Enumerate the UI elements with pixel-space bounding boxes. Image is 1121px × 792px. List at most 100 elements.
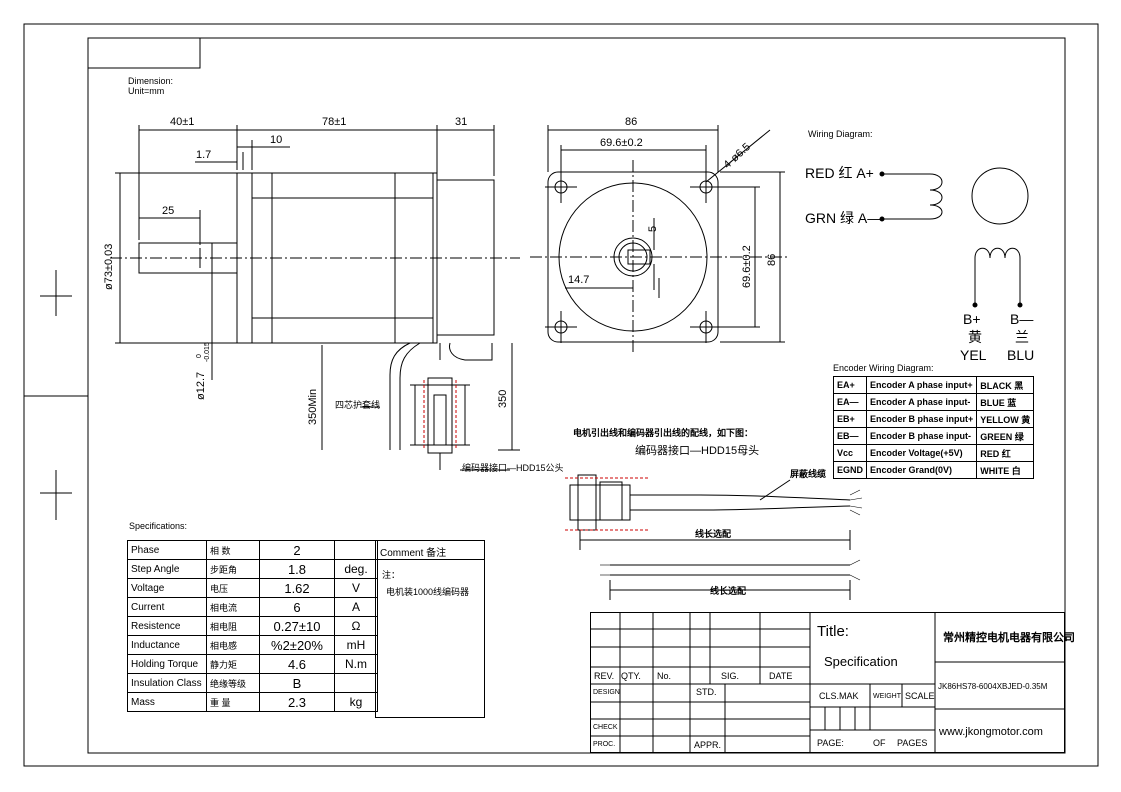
appr-label: APPR.: [694, 740, 722, 750]
wire-blu: BLU: [1007, 347, 1035, 363]
dim-86-vertical: 86: [766, 253, 778, 266]
encoder-pin: EB—: [832, 427, 868, 445]
encoder-pin: EGND: [832, 461, 868, 479]
dim-25: 25: [162, 205, 175, 217]
pages-label: PAGES: [897, 738, 928, 748]
wire-yel: YEL: [960, 347, 987, 363]
std-label: STD.: [696, 687, 717, 697]
spec-name: Phase: [127, 540, 207, 560]
encoder-color: YELLOW 黄: [976, 410, 1035, 428]
spec-value: %2±20%: [259, 635, 335, 655]
encoder-function: Encoder A phase input-: [866, 393, 978, 411]
proc-label: PROC.: [593, 741, 616, 748]
encoder-function: Encoder Grand(0V): [866, 461, 978, 479]
dim-350min: 350Min: [307, 388, 319, 425]
spec-name-cn: 绝缘等级: [206, 673, 260, 693]
design-label: DESIGN: [593, 689, 620, 696]
spec-value: 6: [259, 597, 335, 617]
spec-name: Insulation Class: [127, 673, 207, 693]
spec-name-cn: 静力矩: [206, 654, 260, 674]
spec-unit: N.m: [334, 654, 378, 674]
motor-side-view: [110, 172, 520, 450]
spec-unit: A: [334, 597, 378, 617]
dim-1-7: 1.7: [196, 149, 212, 161]
dim-86: 86: [625, 116, 638, 128]
encoder-color: BLACK 黑: [976, 376, 1035, 394]
encoder-function: Encoder Voltage(+5V): [866, 444, 978, 462]
hdd15-male-label: 编码器接口—HDD15公头: [462, 463, 564, 473]
dim-10: 10: [270, 134, 283, 146]
dim-12-7-tol-up: 0: [196, 354, 203, 358]
spec-name: Holding Torque: [127, 654, 207, 674]
corner-box: [87, 37, 201, 69]
dim-350: 350: [497, 389, 509, 408]
spec-name-cn: 电压: [206, 578, 260, 598]
spec-unit: kg: [334, 692, 378, 712]
spec-name-cn: 相 数: [206, 540, 260, 560]
cable-drawing: [569, 474, 851, 600]
spec-unit: Ω: [334, 616, 378, 636]
front-dimension-lines: [547, 125, 785, 343]
wiring-diagram: [879, 167, 1029, 308]
spec-name: Step Angle: [127, 559, 207, 579]
spec-name-cn: 相电阻: [206, 616, 260, 636]
encoder-color: GREEN 绿: [976, 427, 1035, 445]
no-label: No.: [657, 671, 672, 681]
dim-78: 78±1: [322, 116, 347, 128]
specs-title: Specifications:: [129, 521, 188, 531]
outer-frame: [23, 23, 1099, 767]
of-label: OF: [873, 738, 886, 748]
unit-label: Unit=mm: [128, 86, 165, 96]
check-label: CHECK: [593, 724, 618, 731]
spec-value: 4.6: [259, 654, 335, 674]
comment-box: Comment 备注 注： 电机装1000线编码器: [375, 540, 485, 718]
spec-value: B: [259, 673, 335, 693]
encoder-function: Encoder B phase input-: [866, 427, 978, 445]
encoder-color: WHITE 白: [976, 461, 1035, 479]
spec-name: Current: [127, 597, 207, 617]
qty-label: QTY.: [621, 671, 641, 681]
dim-diameter-12-7: ø12.7: [195, 371, 207, 400]
dim-31: 31: [455, 116, 468, 128]
wire-b-plus-label: B+: [963, 311, 981, 327]
spec-unit: mH: [334, 635, 378, 655]
spec-name-cn: 步距角: [206, 559, 260, 579]
cable-length-label-2: 线长选配: [710, 586, 747, 596]
encoder-pin: Vcc: [832, 444, 868, 462]
shield-cable-label: 屏蔽线缆: [790, 469, 827, 479]
spec-name: Voltage: [127, 578, 207, 598]
spec-unit: deg.: [334, 559, 378, 579]
website: www.jkongmotor.com: [939, 726, 1043, 738]
spec-value: 2: [259, 540, 335, 560]
encoder-row: EB+Encoder B phase input+YELLOW 黄: [832, 410, 1035, 428]
dim-40: 40±1: [170, 116, 195, 128]
wiring-title: Wiring Diagram:: [808, 129, 873, 139]
hdd15-female-label: 编码器接口—HDD15母头: [635, 445, 760, 457]
encoder-pin: EA—: [832, 393, 868, 411]
spec-name: Resistence: [127, 616, 207, 636]
spec-value: 1.8: [259, 559, 335, 579]
spec-name: Mass: [127, 692, 207, 712]
dim-69-6-vertical: 69.6±0.2: [741, 245, 753, 288]
spec-name-cn: 重 量: [206, 692, 260, 712]
spec-name-cn: 相电流: [206, 597, 260, 617]
spec-unit: [334, 540, 378, 560]
encoder-row: EB—Encoder B phase input-GREEN 绿: [832, 427, 1035, 445]
dim-69-6: 69.6±0.2: [600, 137, 643, 149]
comment-text: 电机装1000线编码器: [386, 587, 470, 597]
wire-grn-label: GRN 绿 A—: [805, 210, 882, 226]
title-value: Specification: [824, 654, 898, 669]
encoder-pin: EA+: [832, 376, 868, 394]
comment-label: Comment 备注: [376, 541, 484, 560]
dim-12-7-tol-low: -0.015: [204, 342, 211, 362]
cable-length-label-1: 线长选配: [695, 529, 732, 539]
encoder-function: Encoder A phase input+: [866, 376, 978, 394]
encoder-function: Encoder B phase input+: [866, 410, 978, 428]
wire-yel-cn: 黄: [968, 329, 982, 345]
